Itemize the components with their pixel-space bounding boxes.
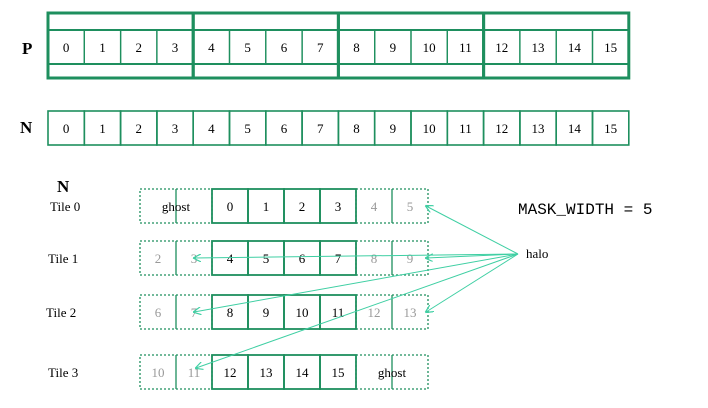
row-p-cell-label: 11 <box>459 40 472 55</box>
halo-cell-label: 5 <box>407 199 414 214</box>
halo-cell <box>139 294 177 330</box>
row-p-cell <box>591 29 630 65</box>
core-cell <box>319 188 357 224</box>
halo-cell-label: 2 <box>155 251 162 266</box>
row-p-cell-label: 15 <box>604 40 617 55</box>
halo-cell <box>139 354 177 390</box>
row-p-cell-label: 9 <box>390 40 397 55</box>
ghost-cell-label: ghost <box>162 199 191 214</box>
ghost-cell <box>391 354 429 390</box>
halo-arrow <box>194 253 519 258</box>
halo-arrow <box>194 253 519 312</box>
halo-cell <box>355 188 393 224</box>
halo-arrows <box>194 206 519 368</box>
row-p-cell-label: 6 <box>281 40 288 55</box>
row-p-cell-label: 10 <box>423 40 436 55</box>
halo-cell <box>355 294 393 330</box>
row-n-cell-label: 12 <box>495 121 508 136</box>
row-p-cell-label: 4 <box>208 40 215 55</box>
halo-cell <box>355 240 393 276</box>
ghost-cell-label: ghost <box>378 365 407 380</box>
row-p-cell-label: 1 <box>99 40 106 55</box>
ghost-cell <box>139 188 177 224</box>
row-n-label: N <box>20 118 33 137</box>
row-n-cell-label: 5 <box>244 121 251 136</box>
row-n-cell-label: 13 <box>532 121 545 136</box>
core-cell-label: 1 <box>263 199 270 214</box>
row-n-cell-label: 8 <box>353 121 360 136</box>
halo-arrow <box>426 253 519 258</box>
row-n-cell-label: 0 <box>63 121 70 136</box>
halo-arrow <box>426 206 519 255</box>
row-p-label: P <box>22 39 32 58</box>
core-cell-label: 5 <box>263 251 270 266</box>
row-n-cell-label: 2 <box>136 121 143 136</box>
row-p-cell-label: 12 <box>495 40 508 55</box>
row-n-cell <box>591 110 630 146</box>
row-p-cell-label: 2 <box>136 40 143 55</box>
core-cell <box>319 240 357 276</box>
halo-label: halo <box>526 246 548 261</box>
core-cell-label: 15 <box>332 365 345 380</box>
core-cell-label: 14 <box>296 365 310 380</box>
row-n-cell-label: 10 <box>423 121 436 136</box>
ghost-cell <box>355 354 393 390</box>
halo-cell-label: 10 <box>152 365 165 380</box>
row-p-cell-label: 7 <box>317 40 324 55</box>
core-cell-label: 8 <box>227 305 234 320</box>
row-n-cell-label: 14 <box>568 121 582 136</box>
halo-cell-label: 12 <box>368 305 381 320</box>
tile-label: Tile 0 <box>50 199 80 214</box>
row-n-cell-label: 4 <box>208 121 215 136</box>
halo-cell-label: 7 <box>191 305 198 320</box>
row-n-cell-label: 6 <box>281 121 288 136</box>
row-p-cell-label: 14 <box>568 40 582 55</box>
core-cell-label: 9 <box>263 305 270 320</box>
mask-width-label: MASK_WIDTH = 5 <box>518 201 652 219</box>
halo-cell <box>139 240 177 276</box>
halo-cell-label: 3 <box>191 251 198 266</box>
core-cell-label: 13 <box>260 365 273 380</box>
halo-cell-label: 4 <box>371 199 378 214</box>
row-p-cell-label: 0 <box>63 40 70 55</box>
row-n-cell-label: 9 <box>390 121 397 136</box>
row-n-cell-label: 11 <box>459 121 472 136</box>
core-cell-label: 10 <box>296 305 309 320</box>
halo-cell-label: 8 <box>371 251 378 266</box>
tile-label: Tile 2 <box>46 305 76 320</box>
core-cell-label: 0 <box>227 199 234 214</box>
core-cell <box>319 354 357 390</box>
tiles-section-label: N <box>57 177 70 196</box>
halo-cell-label: 9 <box>407 251 414 266</box>
core-cell-label: 6 <box>299 251 306 266</box>
tile-label: Tile 3 <box>48 365 78 380</box>
core-cell-label: 7 <box>335 251 342 266</box>
row-n-cell-label: 3 <box>172 121 179 136</box>
row-p-cell-label: 8 <box>353 40 360 55</box>
row-n-cell-label: 7 <box>317 121 324 136</box>
core-cell-label: 2 <box>299 199 306 214</box>
tile-label: Tile 1 <box>48 251 78 266</box>
row-p-cell-label: 5 <box>244 40 251 55</box>
halo-arrow <box>196 253 519 368</box>
core-cell-label: 12 <box>224 365 237 380</box>
halo-cell-label: 13 <box>404 305 417 320</box>
core-cell-label: 3 <box>335 199 342 214</box>
core-cell-label: 4 <box>227 251 234 266</box>
row-p-cell-label: 13 <box>532 40 545 55</box>
halo-arrow <box>426 253 519 312</box>
row-p-cell-label: 3 <box>172 40 179 55</box>
core-cell <box>319 294 357 330</box>
row-n-cell-label: 1 <box>99 121 106 136</box>
row-n-cell-label: 15 <box>604 121 617 136</box>
halo-cell-label: 6 <box>155 305 162 320</box>
